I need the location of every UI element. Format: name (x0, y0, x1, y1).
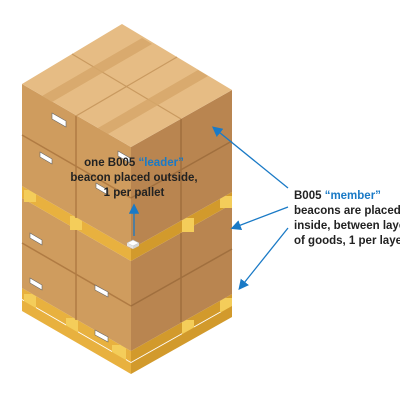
bottom-pallet (22, 288, 232, 374)
member-arrow-lower (238, 227, 289, 291)
member-label-line2: beacons are placed (294, 205, 400, 217)
member-arrow-upper (211, 126, 289, 189)
leader-label-line2: beacon placed outside, (70, 172, 197, 184)
lower-box-stack (21, 198, 233, 351)
member-label-line3: inside, between layers (294, 220, 400, 232)
member-label-line4: of goods, 1 per layer. (294, 235, 400, 247)
leader-label-line3: 1 per pallet (104, 187, 165, 199)
member-label: B005 “member” beacons are placed inside,… (294, 190, 400, 247)
member-arrow-middle (230, 206, 289, 231)
leader-beacon (126, 239, 140, 249)
stack-top-face (22, 24, 232, 147)
leader-label: one B005 “leader” beacon placed outside,… (70, 157, 197, 199)
leader-label-line1: one B005 “leader” (84, 157, 184, 169)
upper-box-stack (21, 84, 233, 249)
member-label-line1: B005 “member” (294, 190, 381, 202)
middle-pallet (22, 186, 232, 261)
